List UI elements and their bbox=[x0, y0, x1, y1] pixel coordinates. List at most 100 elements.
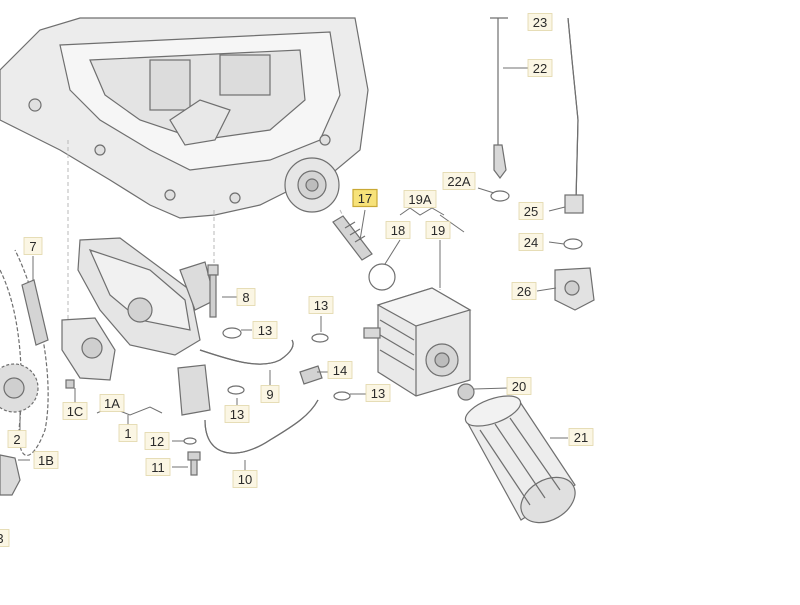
dipstick bbox=[490, 17, 510, 202]
callout-text: 26 bbox=[517, 284, 531, 299]
callout-text: 7 bbox=[29, 239, 36, 254]
callout-25: 25 bbox=[518, 202, 544, 220]
callout-text: 11 bbox=[151, 460, 165, 475]
callout-text: 17 bbox=[358, 191, 372, 206]
callout-13c: 13 bbox=[365, 384, 391, 402]
callout-10: 10 bbox=[232, 470, 258, 488]
oil-pipe-10 bbox=[177, 364, 319, 454]
timing-chain bbox=[0, 249, 49, 457]
callout-22A: 22A bbox=[442, 172, 476, 190]
sprocket bbox=[0, 363, 39, 413]
callout-9: 9 bbox=[260, 385, 280, 403]
callout-text: 10 bbox=[238, 472, 252, 487]
callout-box bbox=[236, 288, 256, 306]
callout-box bbox=[506, 377, 532, 395]
callout-text: 13 bbox=[371, 386, 385, 401]
bracket-14 bbox=[299, 365, 323, 385]
oil-pan bbox=[0, 17, 369, 219]
callout-text: 14 bbox=[333, 363, 347, 378]
callout-box bbox=[352, 188, 378, 208]
callout-text: 20 bbox=[512, 379, 526, 394]
callout-text: 3 bbox=[0, 531, 4, 546]
callout-22: 22 bbox=[527, 59, 553, 77]
callout-19A: 19A bbox=[403, 190, 437, 208]
callout-text: 1C bbox=[67, 404, 84, 419]
callout-text: 18 bbox=[391, 223, 405, 238]
callout-box bbox=[527, 59, 553, 77]
callout-13b: 13 bbox=[308, 296, 334, 314]
cover-plate bbox=[61, 317, 116, 381]
callout-18: 18 bbox=[385, 221, 411, 239]
callout-box bbox=[33, 451, 59, 469]
callout-box bbox=[385, 221, 411, 239]
callout-box bbox=[224, 405, 250, 423]
callout-text: 13 bbox=[230, 407, 244, 422]
callout-text: 22A bbox=[447, 174, 470, 189]
callout-text: 12 bbox=[150, 434, 164, 449]
callout-26: 26 bbox=[511, 282, 537, 300]
callout-box bbox=[403, 190, 437, 208]
callout-box bbox=[327, 361, 353, 379]
bolt-8 bbox=[207, 264, 219, 318]
callout-box bbox=[308, 296, 334, 314]
callout-box bbox=[62, 402, 88, 420]
oil-cooler bbox=[363, 287, 472, 397]
callout-text: 21 bbox=[574, 430, 588, 445]
callout-text: 23 bbox=[533, 15, 547, 30]
callout-box bbox=[118, 424, 138, 442]
guide-tube bbox=[554, 17, 595, 311]
seal-ring-18 bbox=[368, 263, 396, 291]
callout-box bbox=[144, 432, 170, 450]
callout-14: 14 bbox=[327, 361, 353, 379]
callout-box bbox=[145, 458, 171, 476]
callout-text: 1B bbox=[38, 453, 54, 468]
callout-box bbox=[511, 282, 537, 300]
callout-1: 1 bbox=[118, 424, 138, 442]
pin-1c bbox=[65, 379, 75, 389]
oil-filter bbox=[464, 395, 576, 524]
callout-text: 9 bbox=[266, 387, 273, 402]
callout-3: 3 bbox=[0, 529, 10, 547]
callout-box bbox=[568, 428, 594, 446]
callout-1B: 1B bbox=[33, 451, 59, 469]
callout-box bbox=[527, 13, 553, 31]
callout-text: 22 bbox=[533, 61, 547, 76]
chain-tensioner bbox=[21, 279, 49, 346]
drain-flange bbox=[284, 157, 340, 213]
callout-text: 1A bbox=[104, 396, 120, 411]
seal-20 bbox=[457, 383, 475, 401]
callout-text: 13 bbox=[314, 298, 328, 313]
callout-24: 24 bbox=[518, 233, 544, 251]
callout-box bbox=[7, 430, 27, 448]
callout-20: 20 bbox=[506, 377, 532, 395]
callout-2: 2 bbox=[7, 430, 27, 448]
bolt-11 bbox=[187, 451, 201, 476]
callout-text: 8 bbox=[242, 290, 249, 305]
gear-1b bbox=[0, 454, 21, 496]
callout-text: 13 bbox=[258, 323, 272, 338]
callout-23: 23 bbox=[527, 13, 553, 31]
oil-pipe-9 bbox=[199, 339, 294, 365]
callout-box bbox=[23, 237, 43, 255]
callout-8: 8 bbox=[236, 288, 256, 306]
callout-text: 19 bbox=[431, 223, 445, 238]
callout-text: 25 bbox=[524, 204, 538, 219]
callout-box bbox=[232, 470, 258, 488]
callout-7: 7 bbox=[23, 237, 43, 255]
callout-text: 19A bbox=[408, 192, 431, 207]
callout-box bbox=[518, 233, 544, 251]
callout-13a: 13 bbox=[252, 321, 278, 339]
callout-17: 17 bbox=[352, 188, 378, 208]
callout-box bbox=[252, 321, 278, 339]
callout-text: 24 bbox=[524, 235, 538, 250]
callout-box bbox=[0, 529, 10, 547]
o-rings bbox=[222, 327, 351, 401]
callout-box bbox=[442, 172, 476, 190]
callout-21: 21 bbox=[568, 428, 594, 446]
callout-text: 1 bbox=[124, 426, 131, 441]
callout-1A: 1A bbox=[99, 394, 125, 412]
callout-1C: 1C bbox=[62, 402, 88, 420]
